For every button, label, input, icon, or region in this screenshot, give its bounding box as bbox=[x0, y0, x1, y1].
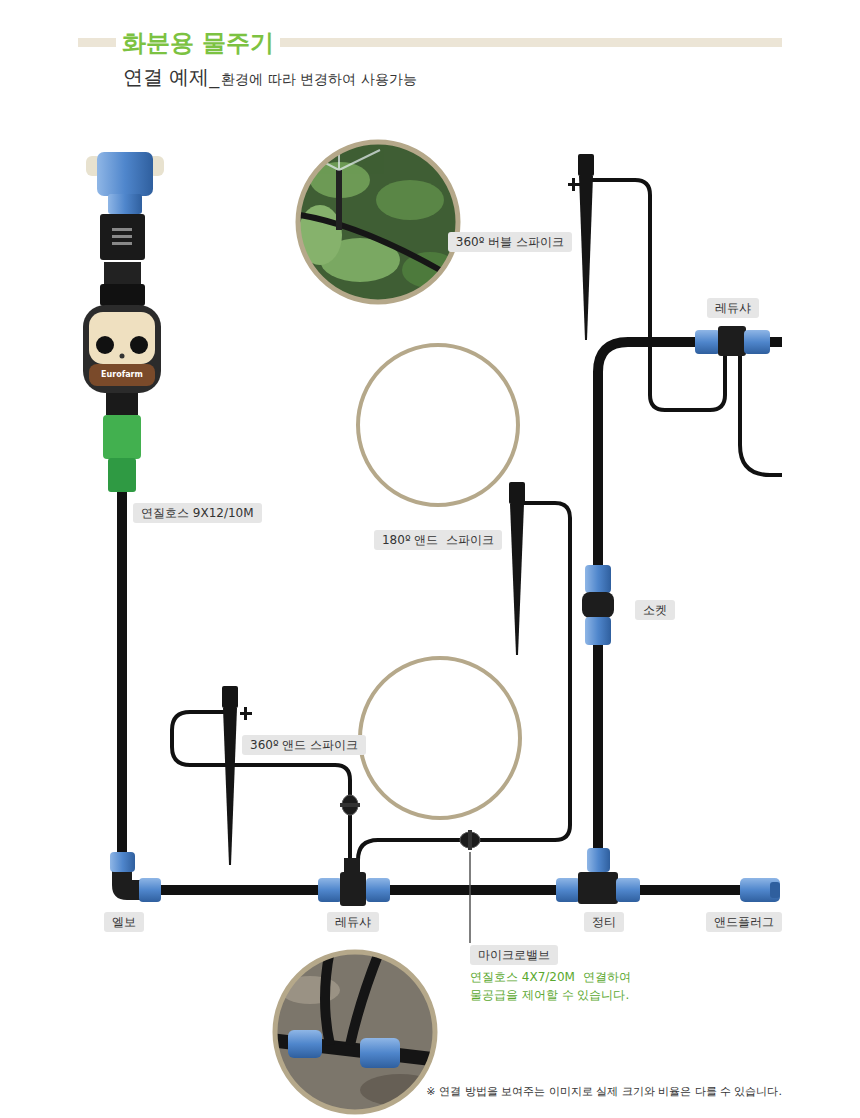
part-tag: 레듀샤 bbox=[327, 912, 379, 932]
part-name: 정티 bbox=[592, 914, 616, 930]
part-tag: 엘보 bbox=[104, 912, 144, 932]
part-name: 레듀샤 bbox=[715, 300, 751, 316]
footnote: ※ 연결 방법을 보여주는 이미지로 실제 크기와 비율은 다를 수 있습니다. bbox=[426, 1085, 782, 1099]
part-name: 소켓 bbox=[643, 602, 667, 618]
part-tag: 소켓 bbox=[635, 600, 675, 620]
part-name: 마이크로밸브 bbox=[478, 947, 550, 963]
part-tag: 360º 앤드 스파이크 bbox=[242, 735, 366, 755]
part-name: 180º 앤드 스파이크 bbox=[382, 532, 494, 548]
brand-logo: Eurofarm bbox=[101, 370, 143, 380]
part-tag: 정티 bbox=[584, 912, 624, 932]
title-text: 화분용 물주기 bbox=[116, 28, 280, 58]
part-name: 360º 버블 스파이크 bbox=[456, 234, 564, 250]
part-tag: 레듀샤 bbox=[707, 298, 759, 318]
part-tag: 180º 앤드 스파이크 bbox=[374, 530, 502, 550]
note-text: 연질호스 4X7/20M 연결하여 물공급을 제어할 수 있습니다. bbox=[470, 968, 642, 1004]
part-name: 연질호스 9X12/10M bbox=[141, 505, 254, 521]
part-name: 360º 앤드 스파이크 bbox=[250, 737, 358, 753]
part-name: 레듀샤 bbox=[335, 914, 371, 930]
part-tag: 연질호스 9X12/10M bbox=[133, 503, 262, 523]
part-name: 앤드플러그 bbox=[714, 914, 774, 930]
subtitle: 연결 예제_ bbox=[123, 64, 219, 90]
part-name: 엘보 bbox=[112, 914, 136, 930]
part-tag: 360º 버블 스파이크 bbox=[448, 232, 572, 252]
subtitle-note: 환경에 따라 변경하여 사용가능 bbox=[221, 70, 416, 88]
part-tag: 앤드플러그 bbox=[706, 912, 782, 932]
part-tag: 마이크로밸브 bbox=[470, 945, 558, 965]
